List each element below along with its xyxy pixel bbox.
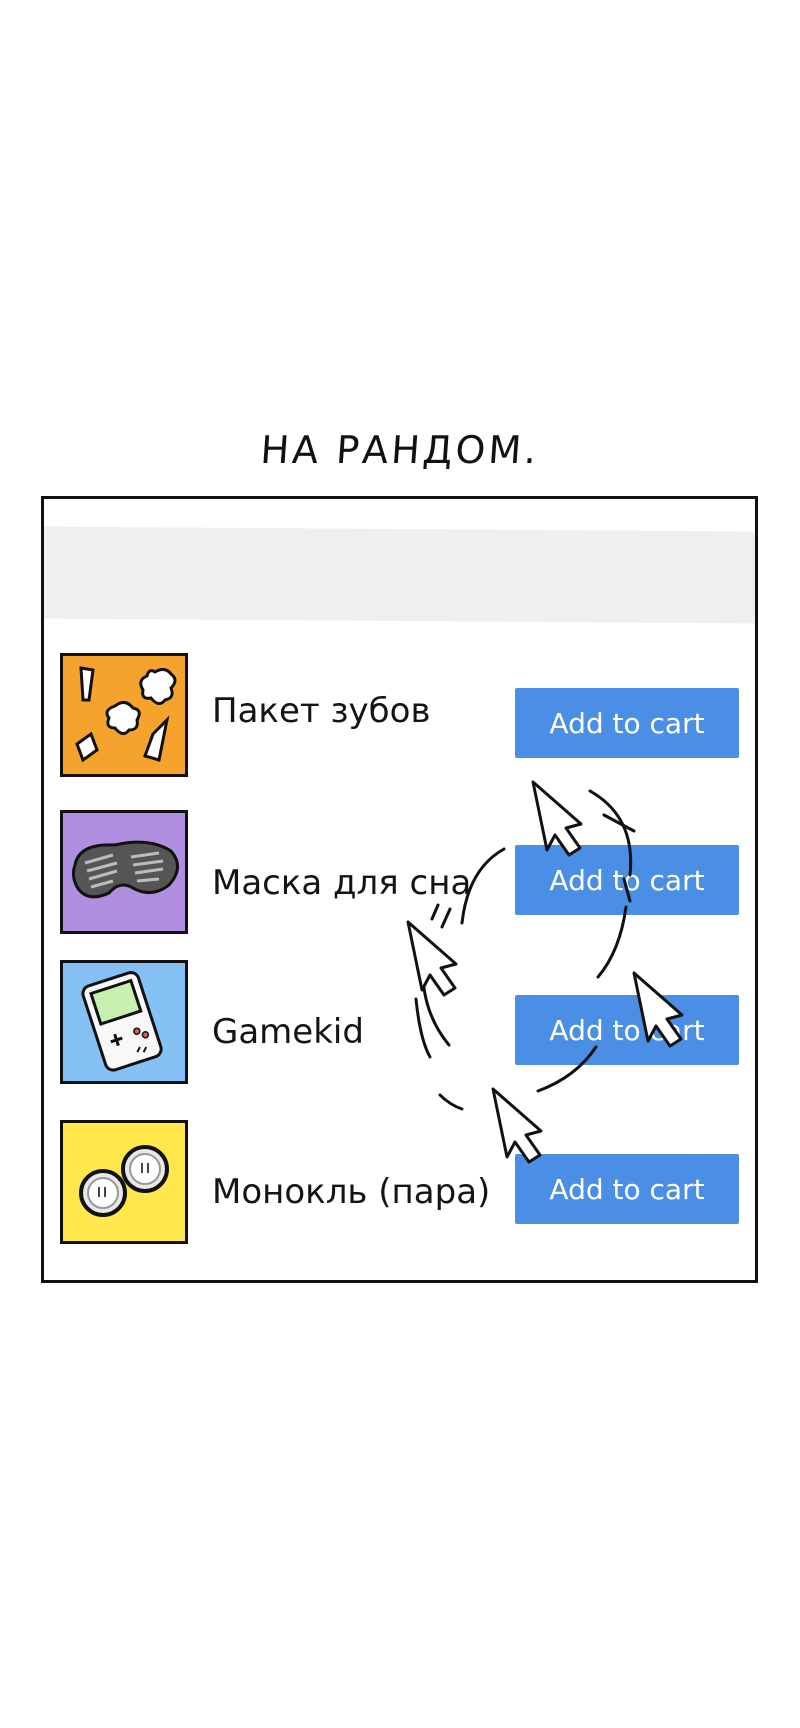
cursor-arrow-icon [491,1087,543,1164]
product-name[interactable]: Монокль (пара) [212,1172,491,1212]
product-thumbnail-teeth[interactable] [60,653,188,777]
product-thumbnail-gamekid[interactable] [60,960,188,1084]
cursor-arrow-icon [406,920,458,997]
add-to-cart-button[interactable]: Add to cart [515,995,739,1065]
monocle-pair-icon [79,1145,169,1217]
product-thumbnail-monocles[interactable] [60,1120,188,1244]
header-bar [44,526,755,624]
shop-window: Пакет зубов Add to cart Маска для сна Ad… [41,496,758,1283]
add-to-cart-button[interactable]: Add to cart [515,688,739,758]
product-name[interactable]: Пакет зубов [212,691,431,731]
sleep-mask-icon [71,840,179,899]
teeth-bag-icon [75,666,177,763]
handheld-console-icon [81,971,163,1072]
add-to-cart-button[interactable]: Add to cart [515,845,739,915]
add-to-cart-button[interactable]: Add to cart [515,1154,739,1224]
product-name[interactable]: Gamekid [212,1012,364,1052]
product-thumbnail-sleep-mask[interactable] [60,810,188,934]
comic-caption: НА РАНДОМ. [259,428,541,472]
product-name[interactable]: Маска для сна [212,863,472,903]
